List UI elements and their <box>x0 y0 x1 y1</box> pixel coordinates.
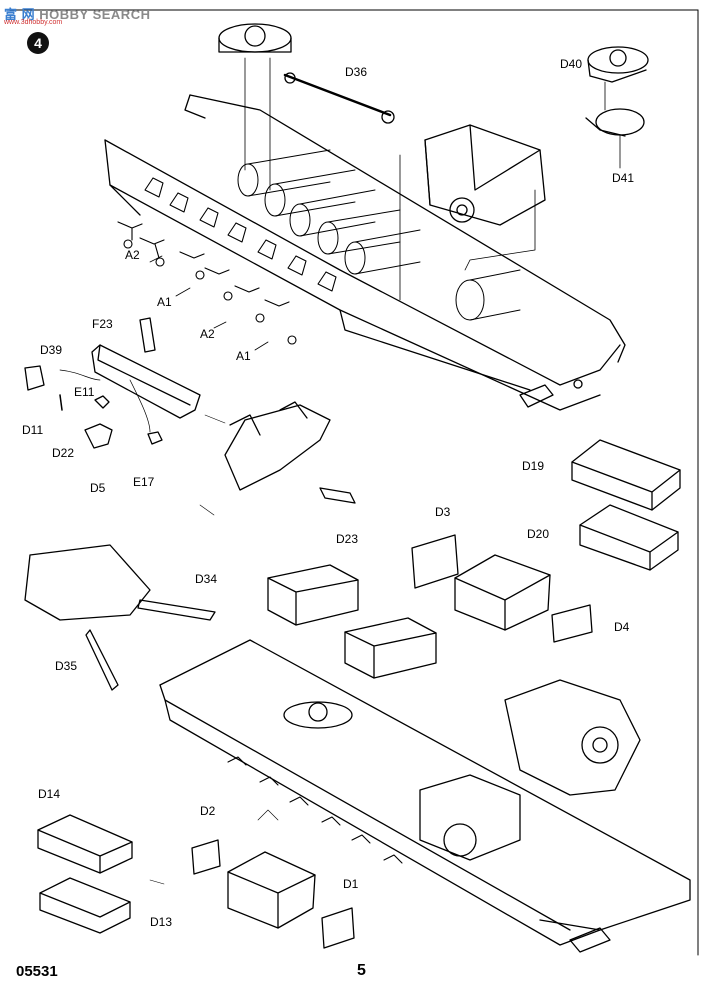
label-d39: D39 <box>40 343 63 357</box>
lower-chassis-drawing <box>24 544 691 953</box>
watermark-logo: 富 网 HOBBY SEARCH <box>4 4 150 23</box>
label-a2-mid: A2 <box>200 327 215 341</box>
label-a1-top: A1 <box>157 295 172 309</box>
page-number: 5 <box>357 962 366 979</box>
watermark-cn-text: 富 网 <box>4 7 36 22</box>
label-d22: D22 <box>52 446 75 460</box>
label-d3: D3 <box>435 505 451 519</box>
front-subassembly-drawing <box>24 317 356 885</box>
label-d34: D34 <box>195 572 218 586</box>
stowage-boxes-drawing <box>411 439 681 643</box>
label-d11: D11 <box>22 423 44 437</box>
label-d41: D41 <box>612 171 635 185</box>
label-a1-mid: A1 <box>236 349 251 363</box>
fender-boxes-drawing <box>37 814 355 949</box>
label-e17: E17 <box>133 475 155 489</box>
label-d1: D1 <box>343 877 359 891</box>
label-a2-top: A2 <box>125 248 140 262</box>
label-d5: D5 <box>90 481 106 495</box>
label-d19: D19 <box>522 459 545 473</box>
label-d2: D2 <box>200 804 216 818</box>
label-d14: D14 <box>38 787 61 801</box>
label-d4: D4 <box>614 620 630 634</box>
label-e11: E11 <box>74 385 95 399</box>
product-code: 05531 <box>16 963 58 980</box>
watermark-url: www.3dhobby.com <box>4 19 63 26</box>
label-d13: D13 <box>150 915 173 929</box>
label-d36: D36 <box>345 65 368 79</box>
label-f23: F23 <box>92 317 113 331</box>
label-d40: D40 <box>560 57 583 71</box>
label-d23: D23 <box>336 532 359 546</box>
watermark-en-text: HOBBY SEARCH <box>39 7 151 22</box>
upper-chassis-drawing <box>104 23 649 411</box>
label-d35: D35 <box>55 659 78 673</box>
label-d20: D20 <box>527 527 550 541</box>
step-number-badge: 4 <box>27 32 49 54</box>
